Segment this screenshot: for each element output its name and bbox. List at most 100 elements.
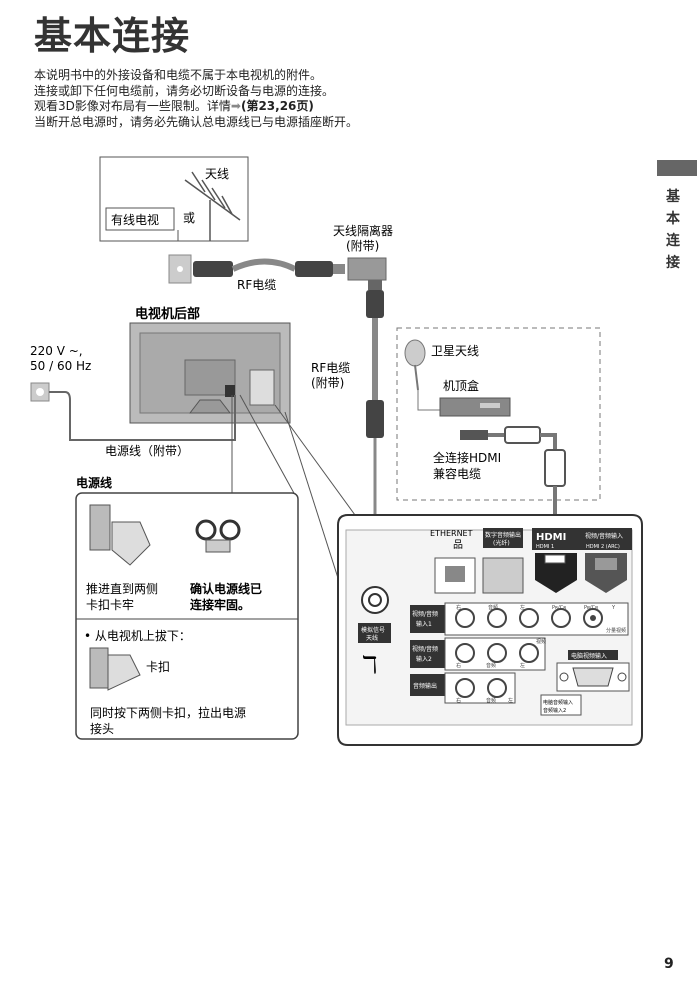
antenna-label: 天线 — [205, 167, 229, 181]
cable-tv-box — [105, 207, 175, 231]
isolator-note: (附带) — [346, 239, 379, 253]
av1-label-1: 视频/音频 — [412, 610, 438, 618]
jack-center-icon — [590, 615, 596, 621]
page-reference: (第23,26页) — [240, 99, 314, 113]
jack-label: 右 — [456, 604, 461, 611]
jack-label: Pʀ/Cʀ — [552, 605, 566, 611]
pc-in-label-box — [568, 650, 618, 660]
rf-cable-2-note: (附带) — [311, 376, 344, 390]
hdmi-cable-icon — [460, 426, 566, 545]
vga-screw-icon — [559, 672, 569, 682]
remove-desc-1: 同时按下两侧卡扣，拉出电源 — [90, 705, 246, 720]
jack-label: Pʙ/Cʙ — [584, 605, 598, 611]
jack-label: 音频 — [488, 604, 498, 611]
audio-out-label-box — [410, 674, 445, 696]
intro-line-4: 当断开总电源时，请务必先确认总电源线已与电源插座断开。 — [34, 114, 359, 129]
arrow-right-icon: ➡ — [230, 99, 241, 113]
or-label: 或 — [183, 211, 195, 225]
hdmi-logo: HDMI — [536, 532, 566, 543]
cable-tv-label: 有线电视 — [111, 212, 159, 227]
tv-back-icon — [129, 322, 291, 424]
network-icon: 品 — [453, 539, 463, 551]
isolator-icon — [347, 257, 387, 281]
vga-port — [572, 667, 614, 687]
section-label-char: 接 — [666, 255, 680, 271]
ethernet-label: ETHERNET — [430, 529, 473, 538]
set-top-box-label: 机顶盒 — [443, 378, 479, 393]
av1-label-2: 输入1 — [416, 620, 432, 628]
hdmi-plug-icon — [544, 554, 566, 564]
av-in-label: 视频/音频输入 — [585, 532, 623, 540]
jack-label: 右 — [456, 662, 461, 669]
satellite-label: 卫星天线 — [431, 344, 479, 358]
jack-label: Y — [611, 605, 616, 611]
hdmi1-label: HDMI 1 — [536, 544, 554, 550]
analog-antenna-label-1: 模拟信号 — [361, 626, 385, 634]
frequency-label: 50 / 60 Hz — [30, 359, 91, 373]
jack-label: 左 — [508, 697, 513, 704]
section-label-char: 基 — [666, 189, 680, 205]
rf-cable-label: RF电缆 — [237, 278, 276, 292]
intro-line-1: 本说明书中的外接设备和电缆不属于本电视机的附件。 — [34, 68, 323, 82]
push-label-2: 卡扣卡牢 — [86, 597, 134, 612]
satellite-box — [396, 327, 601, 501]
clip-label: 卡扣 — [146, 660, 170, 674]
hdmi-label-box — [532, 528, 632, 550]
satellite-dish-icon — [404, 339, 426, 391]
intro-line-3-text: 观看3D影像对布局有一些限制。详情 — [34, 99, 231, 113]
digital-out-label-2: (光纤) — [493, 539, 510, 547]
tv-back-label: 电视机后部 — [135, 306, 200, 322]
rf-cable-2-label: RF电缆 — [311, 361, 350, 375]
analog-antenna-label-2: 天线 — [366, 634, 378, 642]
page-title: 基本连接 — [34, 14, 191, 58]
outlet-hole-icon — [36, 388, 44, 396]
jack-label: 左 — [520, 604, 525, 611]
power-cord-supplied-label: 电源线（附带） — [105, 444, 189, 458]
av2-label-box — [410, 640, 445, 668]
rf-port-inner — [368, 593, 382, 607]
plug-remove-icon — [89, 647, 141, 691]
hdmi-cable-label-1: 全连接HDMI — [433, 450, 501, 465]
vga-screw-icon — [617, 672, 627, 682]
audio-out-label: 音频输出 — [413, 682, 437, 690]
section-label-char: 本 — [666, 211, 680, 227]
remove-label: • 从电视机上拔下： — [84, 628, 191, 643]
pc-audio-label-1: 电脑音频输入 — [543, 699, 573, 706]
intro-line-3: 观看3D影像对布局有一些限制。详情➡(第23,26页) — [34, 99, 358, 115]
analog-antenna-label-box — [358, 623, 391, 643]
digital-out-label-1: 数字音频输出 — [485, 531, 521, 539]
page-number: 9 — [664, 956, 674, 972]
intro-text: 本说明书中的外接设备和电缆不属于本电视机的附件。 连接或卸下任何电缆前，请务必切… — [34, 68, 358, 130]
digital-out-label-box — [483, 528, 523, 548]
socket-hole-icon — [177, 266, 183, 272]
av1-label-box — [410, 605, 445, 633]
confirm-label-1: 确认电源线已 — [190, 581, 262, 596]
plug-front-icon — [195, 519, 241, 553]
rca-jacks — [455, 608, 603, 698]
av2-label-2: 输入2 — [416, 655, 432, 663]
intro-line-2: 连接或卸下任何电缆前，请务必切断设备与电源的连接。 — [34, 83, 335, 98]
voltage-label: 220 V ~, — [30, 344, 83, 358]
jack-label: 视频 — [536, 638, 546, 645]
hdmi2-label: HDMI 2 (ARC) — [586, 544, 620, 550]
jack-label: 右 — [456, 697, 461, 704]
rf-cable-2-icon — [366, 280, 384, 580]
satellite-cable — [417, 390, 450, 411]
hdmi2-port-hole — [595, 558, 617, 570]
pc-in-label: 电脑视频输入 — [571, 652, 607, 660]
av2-label-1: 视频/音频 — [412, 645, 438, 653]
hdmi-cable-label-2: 兼容电缆 — [433, 466, 481, 481]
set-top-box-icon — [439, 397, 511, 417]
power-cord-title: 电源线 — [76, 475, 112, 490]
section-label-char: 连 — [666, 233, 680, 249]
push-label-1: 推进直到两侧 — [86, 582, 158, 596]
component-label: 分量视频 — [606, 627, 626, 634]
jack-label: 左 — [520, 662, 525, 669]
pc-audio-label-box — [540, 694, 582, 716]
isolator-label: 天线隔离器 — [333, 223, 393, 238]
ethernet-port-hole — [445, 566, 465, 582]
connection-diagram: 天线 有线电视 或 RF电缆 天线隔离器 (附带) RF电缆 (附带) 电视机后… — [30, 156, 643, 746]
pc-audio-label-2: 音频输入2 — [543, 707, 566, 714]
antenna-icon — [184, 171, 241, 241]
rf-cable-icon — [193, 258, 345, 277]
